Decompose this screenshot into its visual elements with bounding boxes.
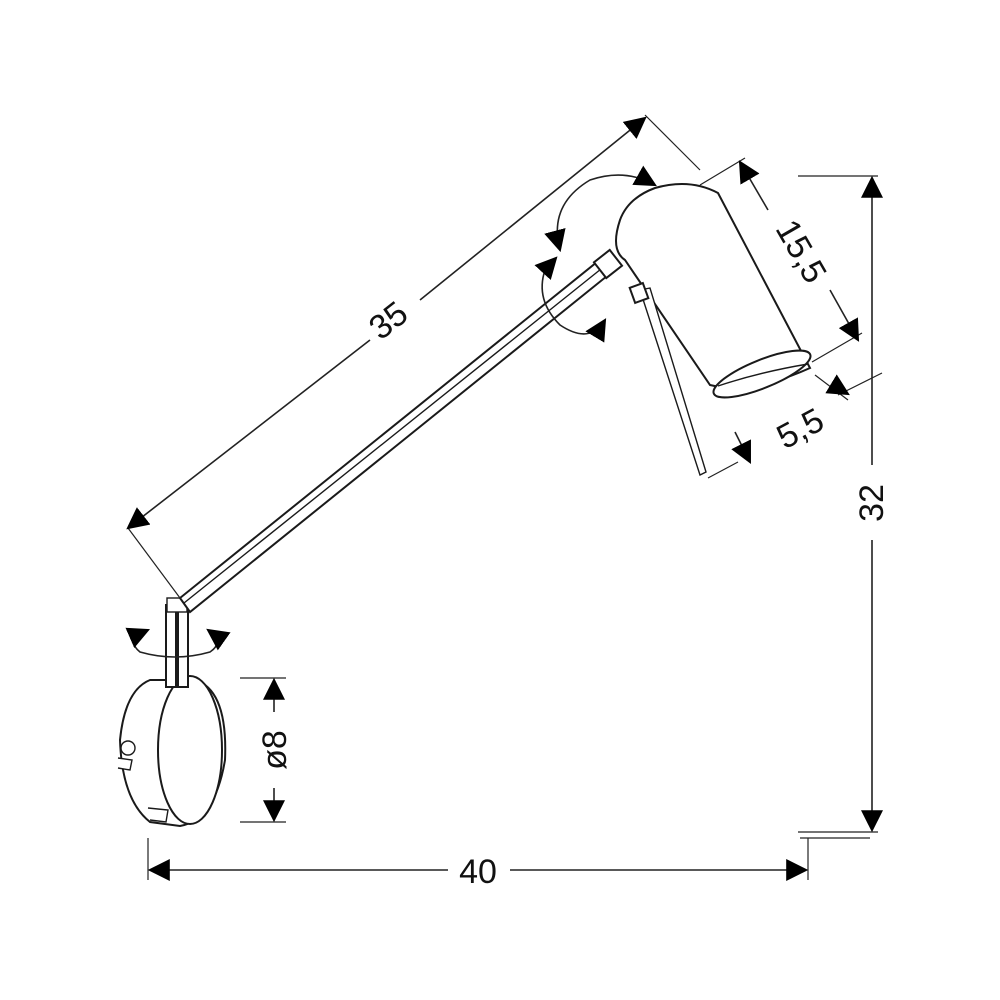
screw-icon bbox=[120, 740, 136, 756]
base-rotation-indicator bbox=[125, 627, 231, 658]
dimension-total-height: 32 bbox=[798, 175, 891, 833]
wall-base bbox=[117, 675, 227, 828]
lamp-illustration bbox=[117, 183, 812, 828]
shade-length-label: 15,5 bbox=[768, 213, 834, 289]
arm-length-label: 35 bbox=[362, 294, 415, 347]
dimension-total-width: 40 bbox=[147, 837, 870, 891]
joint-rotation-indicator bbox=[534, 256, 607, 343]
lamp-shade bbox=[615, 183, 812, 476]
total-width-label: 40 bbox=[459, 853, 497, 891]
total-height-label: 32 bbox=[853, 484, 891, 522]
base-diameter-label: ø8 bbox=[256, 730, 294, 770]
base-stem bbox=[165, 597, 189, 688]
shade-diameter-label: 5,5 bbox=[771, 401, 831, 457]
shade-rotation-indicator bbox=[544, 165, 657, 253]
dimension-base-diameter: ø8 bbox=[240, 677, 294, 823]
dimension-arm-length: 35 bbox=[126, 114, 701, 599]
lamp-arm bbox=[178, 248, 624, 614]
rotation-indicators bbox=[125, 165, 657, 658]
